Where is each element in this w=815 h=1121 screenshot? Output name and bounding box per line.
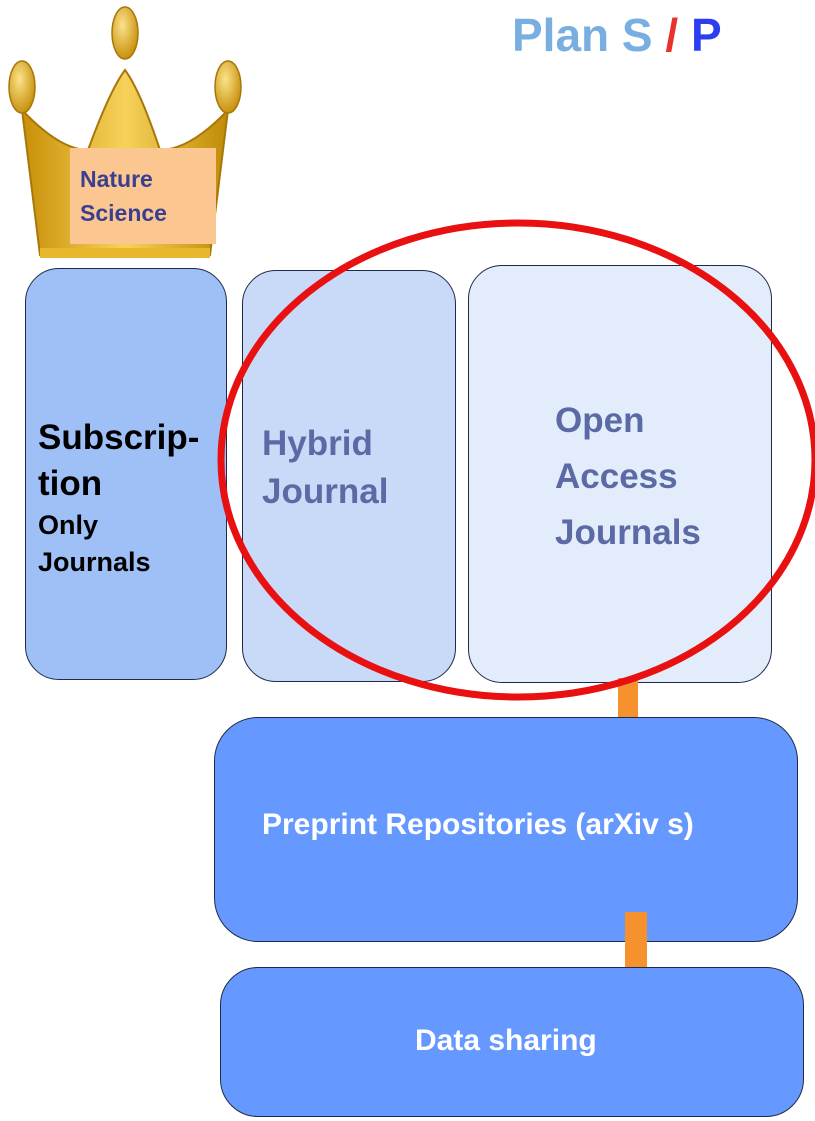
preprint-label: Preprint Repositories (arXiv s) xyxy=(262,808,694,841)
open-access-line-3: Journals xyxy=(555,513,701,552)
subscription-line-4: Journals xyxy=(38,547,151,577)
title-plan-s: Plan S xyxy=(512,9,653,61)
title-fragment: P xyxy=(690,9,722,61)
open-access-line-1: Open xyxy=(555,401,645,440)
subscription-line-2: tion xyxy=(38,464,103,503)
page-title: Plan S / P xyxy=(512,8,722,62)
data-sharing-label: Data sharing xyxy=(415,1024,597,1057)
crown-label: Nature Science xyxy=(70,148,216,244)
hybrid-line-1: Hybrid xyxy=(262,424,373,463)
title-slash: / xyxy=(665,9,679,61)
open-access-label: Open Access Journals xyxy=(555,393,701,561)
open-access-line-2: Access xyxy=(555,457,678,496)
data-sharing-box xyxy=(220,967,804,1117)
crown-label-nature: Nature xyxy=(80,166,153,192)
subscription-line-1: Subscrip- xyxy=(38,418,200,457)
subscription-label: Subscrip- tion Only Journals xyxy=(38,415,199,581)
hybrid-label: Hybrid Journal xyxy=(262,420,388,516)
crown-label-science: Science xyxy=(80,200,167,226)
connector-preprint-data xyxy=(625,912,647,976)
subscription-journals-box xyxy=(25,268,227,680)
hybrid-line-2: Journal xyxy=(262,472,389,511)
preprint-repositories-box xyxy=(214,717,798,942)
subscription-line-3: Only xyxy=(38,510,99,540)
